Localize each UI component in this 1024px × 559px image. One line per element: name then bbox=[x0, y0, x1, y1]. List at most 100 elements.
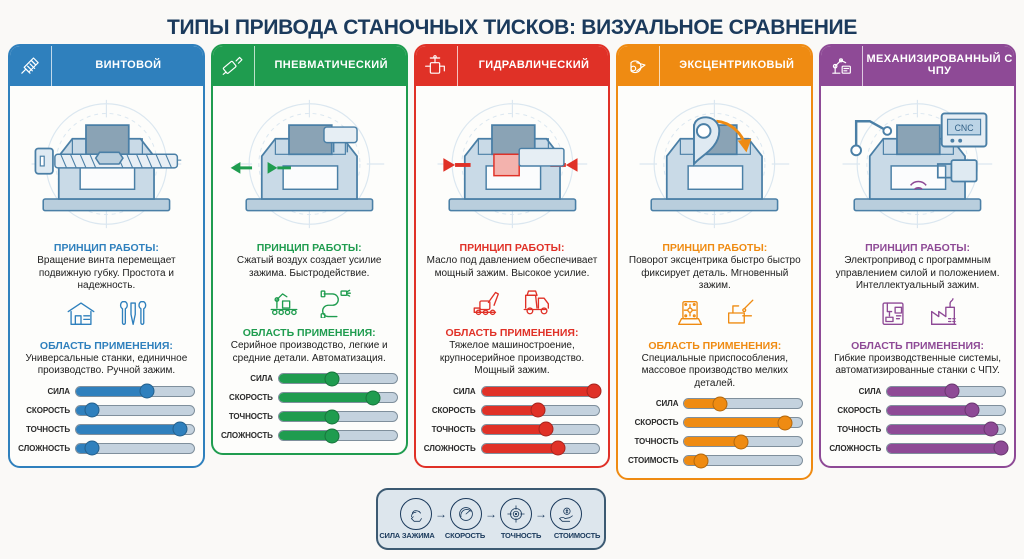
slider-knob[interactable] bbox=[84, 402, 100, 418]
slider-row[interactable]: СКОРОСТЬ bbox=[221, 388, 398, 407]
slider-row[interactable]: СИЛА bbox=[626, 394, 804, 413]
slider-knob[interactable] bbox=[964, 402, 980, 418]
principle-icons bbox=[213, 283, 406, 323]
slider-knob[interactable] bbox=[84, 440, 100, 456]
slider-row[interactable]: СИЛА bbox=[221, 369, 398, 388]
slider-fill bbox=[278, 374, 332, 383]
slider-row[interactable]: СИЛА bbox=[18, 382, 195, 401]
slider-track[interactable] bbox=[480, 402, 601, 418]
slider-track[interactable] bbox=[683, 415, 804, 430]
slider-track[interactable] bbox=[886, 383, 1006, 399]
slider-track[interactable] bbox=[886, 421, 1006, 437]
slider-label: СКОРОСТЬ bbox=[431, 405, 476, 415]
slider-track[interactable] bbox=[75, 421, 195, 437]
slider-knob[interactable] bbox=[324, 371, 340, 386]
slider-knob[interactable] bbox=[586, 383, 601, 399]
slider-track[interactable] bbox=[277, 371, 398, 386]
slider-row[interactable]: СИЛА bbox=[424, 382, 601, 401]
slider-row[interactable]: ТОЧНОСТЬ bbox=[221, 407, 398, 426]
slider-track[interactable] bbox=[75, 440, 195, 456]
card-title: ГИДРАВЛИЧЕСКИЙ bbox=[478, 59, 590, 71]
slider-knob[interactable] bbox=[530, 402, 546, 418]
slider-row[interactable]: СКОРОСТЬ bbox=[18, 401, 195, 420]
slider-knob[interactable] bbox=[983, 421, 999, 437]
slider-row[interactable]: ТОЧНОСТЬ bbox=[424, 420, 601, 439]
slider-fill bbox=[278, 412, 332, 421]
slider-row[interactable]: СКОРОСТЬ bbox=[626, 413, 804, 432]
slider-track[interactable] bbox=[886, 402, 1006, 418]
card-header: ВИНТОВОЙ bbox=[9, 45, 203, 86]
slider-row[interactable]: СЛОЖНОСТЬ bbox=[424, 439, 601, 458]
slider-track[interactable] bbox=[480, 421, 601, 437]
card-title: МЕХАНИЗИРОВАННЫЙ С ЧПУ bbox=[866, 53, 1013, 77]
principle-text: Вращение винта перемещает подвижную губк… bbox=[37, 255, 176, 291]
slider-track[interactable] bbox=[277, 409, 398, 424]
wrench-screwdriver-icon bbox=[114, 296, 148, 335]
slider-row[interactable]: СКОРОСТЬ bbox=[829, 401, 1006, 420]
principle-text: Масло под давлением обеспечивает мощный … bbox=[426, 255, 598, 279]
slider-track[interactable] bbox=[75, 402, 195, 418]
slider-row[interactable]: СЛОЖНОСТЬ bbox=[18, 439, 195, 458]
slider-knob[interactable] bbox=[538, 421, 554, 437]
slider-label: ТОЧНОСТЬ bbox=[26, 424, 70, 434]
target-icon bbox=[500, 498, 532, 530]
slider-track[interactable] bbox=[480, 383, 601, 399]
application-text: Тяжелое машиностроение, крупносерийное п… bbox=[439, 340, 585, 376]
slider-knob[interactable] bbox=[993, 440, 1009, 456]
hydraulic-vise-blueprint bbox=[416, 86, 609, 238]
slider-track[interactable] bbox=[683, 434, 804, 449]
slider-fill bbox=[684, 418, 785, 427]
slider-knob[interactable] bbox=[944, 383, 960, 399]
slider-track[interactable] bbox=[886, 440, 1009, 456]
legend-arrow-icon: → bbox=[435, 507, 447, 521]
eccentric-vise-blueprint bbox=[618, 86, 811, 238]
principle-icons bbox=[821, 296, 1014, 336]
slider-knob[interactable] bbox=[324, 428, 340, 443]
slider-row[interactable]: СТОИМОСТЬ bbox=[626, 451, 804, 470]
slider-row[interactable]: ТОЧНОСТЬ bbox=[18, 420, 195, 439]
slider-label: СЛОЖНОСТЬ bbox=[829, 443, 882, 453]
slider-knob[interactable] bbox=[139, 383, 155, 399]
slider-knob[interactable] bbox=[777, 415, 793, 430]
slider-row[interactable]: ТОЧНОСТЬ bbox=[626, 432, 804, 451]
slider-knob[interactable] bbox=[172, 421, 188, 437]
slider-knob[interactable] bbox=[365, 390, 381, 405]
slider-label: СИЛА bbox=[655, 399, 679, 408]
slider-knob[interactable] bbox=[712, 396, 728, 411]
legend-icons: →→→ bbox=[400, 498, 582, 530]
slider-label: СКОРОСТЬ bbox=[634, 418, 679, 427]
slider-label: СЛОЖНОСТЬ bbox=[18, 443, 70, 453]
application-heading: ОБЛАСТЬ ПРИМЕНЕНИЯ: bbox=[445, 327, 579, 339]
slider-row[interactable]: ТОЧНОСТЬ bbox=[829, 420, 1006, 439]
slider-track[interactable] bbox=[75, 383, 195, 399]
slider-row[interactable]: СИЛА bbox=[829, 382, 1006, 401]
slider-track[interactable] bbox=[277, 390, 398, 405]
slider-fill bbox=[76, 405, 93, 415]
slider-label: СТОИМОСТЬ bbox=[627, 456, 679, 465]
svg-text:CNC: CNC bbox=[955, 123, 974, 133]
slider-row[interactable]: СЛОЖНОСТЬ bbox=[221, 426, 398, 445]
slider-knob[interactable] bbox=[550, 440, 566, 456]
slider-knob[interactable] bbox=[733, 434, 749, 449]
slider-label: СЛОЖНОСТЬ bbox=[423, 443, 476, 453]
slider-knob[interactable] bbox=[693, 453, 709, 468]
slider-track[interactable] bbox=[683, 453, 804, 468]
cnc-machine-icon bbox=[876, 296, 910, 335]
slider-row[interactable]: СЛОЖНОСТЬ bbox=[829, 439, 1009, 458]
slider-knob[interactable] bbox=[324, 409, 340, 424]
slider-track[interactable] bbox=[683, 396, 804, 411]
speedometer-icon bbox=[450, 498, 482, 530]
metric-sliders: СИЛА СКОРОСТЬ ТОЧНОСТЬ СЛОЖНОСТЬ bbox=[416, 378, 609, 458]
slider-row[interactable]: СКОРОСТЬ bbox=[424, 401, 601, 420]
slider-track[interactable] bbox=[480, 440, 601, 456]
slider-track[interactable] bbox=[277, 428, 398, 443]
card-header: ПНЕВМАТИЧЕСКИЙ bbox=[212, 46, 406, 86]
principle-text: Сжатый воздух создает усилие зажима. Быс… bbox=[236, 255, 382, 279]
slider-label: ТОЧНОСТЬ bbox=[634, 437, 679, 446]
